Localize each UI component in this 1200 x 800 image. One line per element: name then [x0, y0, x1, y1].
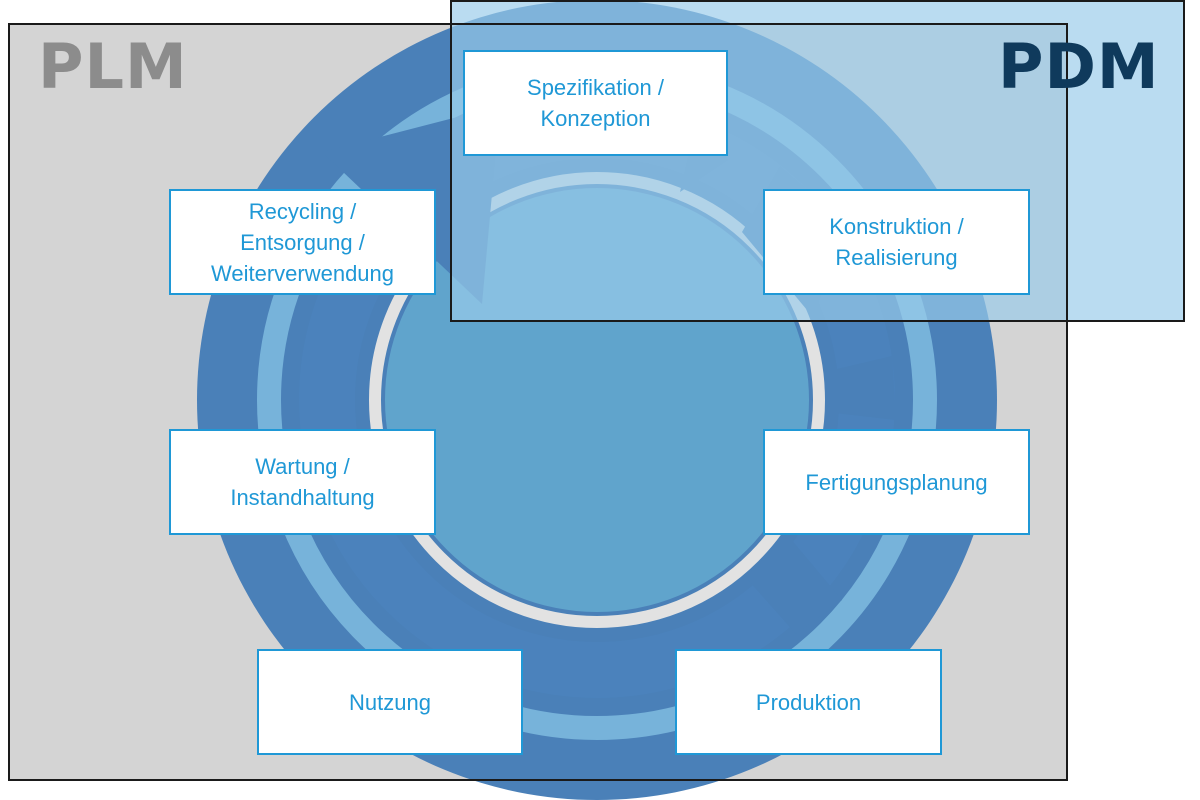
- stage-konstruktion: Konstruktion / Realisierung: [763, 189, 1030, 295]
- plm-region-outline: [8, 23, 1068, 781]
- ring-arrow-right-lower: [748, 538, 842, 634]
- stage-fertigungsplanung: Fertigungsplanung: [763, 429, 1030, 535]
- stage-wartung: Wartung / Instandhaltung: [169, 429, 436, 535]
- stage-recycling: Recycling / Entsorgung / Weiterverwendun…: [169, 189, 436, 295]
- stage-spezifikation: Spezifikation / Konzeption: [463, 50, 728, 156]
- stage-produktion: Produktion: [675, 649, 942, 755]
- pdm-label: PDM: [998, 30, 1160, 103]
- ring-arrow-right: [824, 356, 896, 420]
- plm-label: PLM: [38, 30, 188, 103]
- stage-nutzung: Nutzung: [257, 649, 523, 755]
